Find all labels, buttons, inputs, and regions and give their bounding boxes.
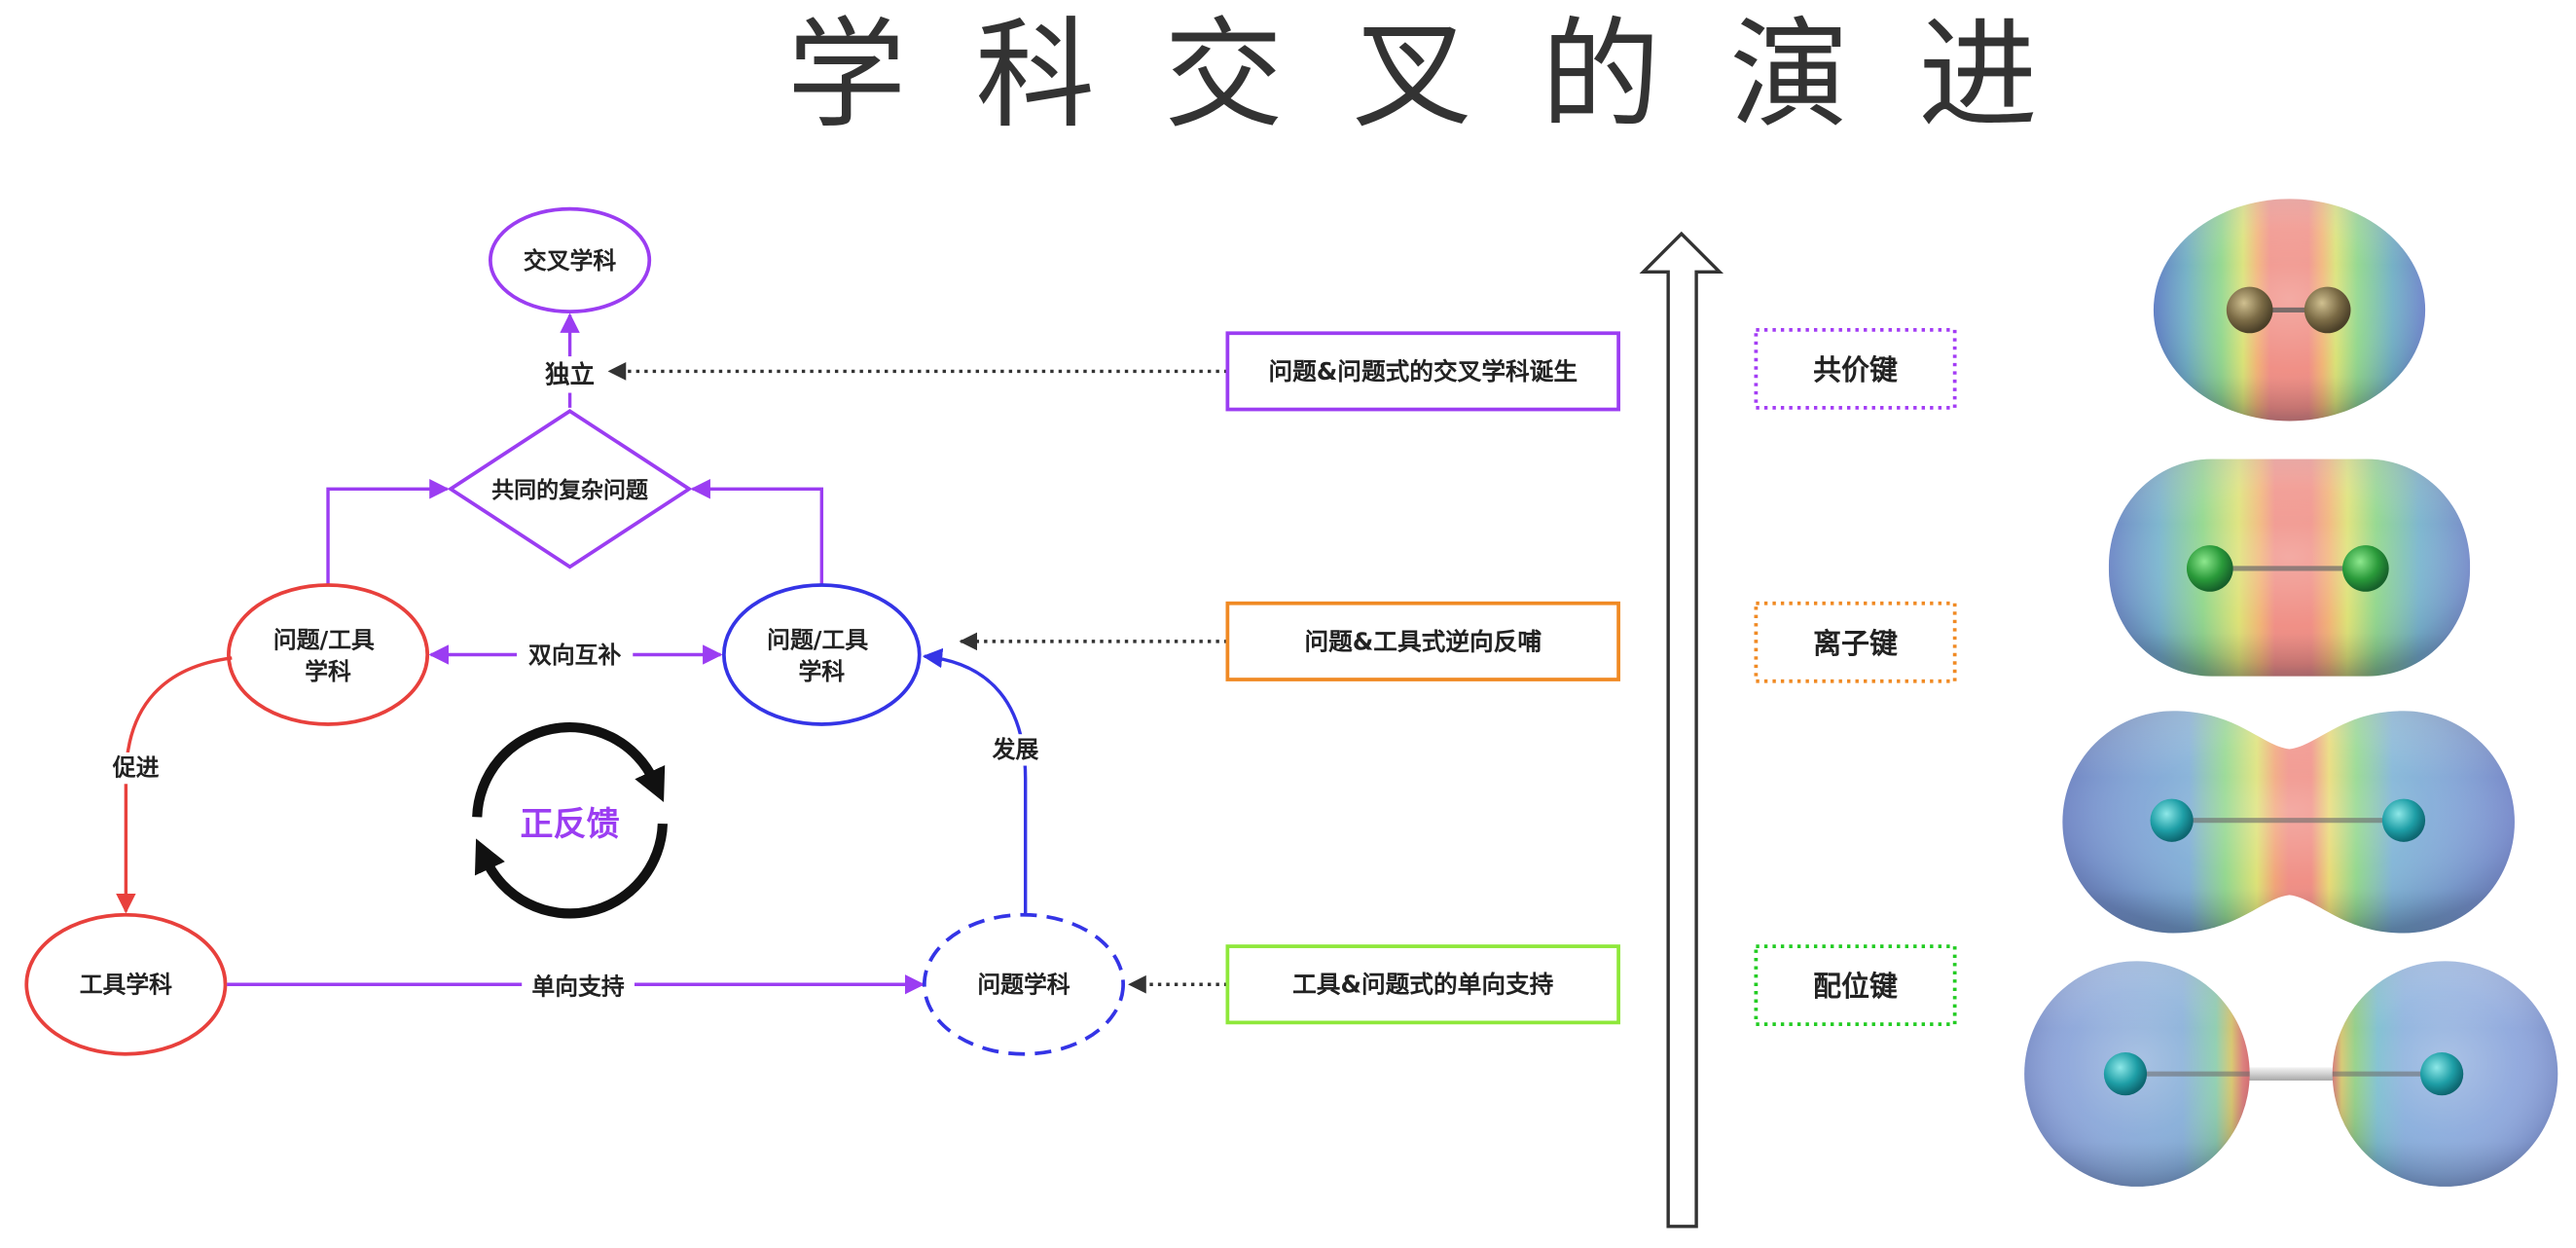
molecule-ionic-image <box>2108 459 2471 677</box>
node-tool-discipline <box>24 912 228 1056</box>
node-left-discipline-line1: 问题/工具 <box>273 627 375 654</box>
node-tool-discipline-label: 工具学科 <box>80 972 172 999</box>
edge-left-to-problem <box>326 479 450 585</box>
edge-develop-label: 发展 <box>992 736 1039 763</box>
edge-independent-label-bg <box>538 356 601 393</box>
node-interdisciplinary <box>488 206 652 313</box>
stage-box-2-label: 问题&工具式逆向反哺 <box>1304 627 1542 655</box>
node-left-discipline-label: 问题/工具 学科 <box>273 627 382 685</box>
node-interdisciplinary-label: 交叉学科 <box>524 247 616 275</box>
node-left-discipline <box>227 583 430 726</box>
bond-box-coordinate <box>1754 944 1957 1026</box>
atom-right <box>2304 286 2351 334</box>
stage-box-3-label: 工具&问题式的单向支持 <box>1292 971 1554 999</box>
atom-left <box>2150 798 2194 842</box>
bond-rod-exposed <box>2236 1067 2346 1081</box>
edge-promote <box>116 656 233 914</box>
edge-develop <box>922 647 1028 915</box>
edge-one-way-support-label: 单向支持 <box>531 973 624 1000</box>
bond-labels: 共价键 离子键 配位键 <box>1754 327 1957 1026</box>
node-right-discipline-label: 问题/工具 学科 <box>767 627 876 685</box>
stage-box-2 <box>1225 601 1620 681</box>
node-right-discipline-line1: 问题/工具 <box>767 627 868 654</box>
molecule-coordinate-image <box>2024 961 2558 1187</box>
atom-right <box>2419 1052 2464 1096</box>
stage-connectors <box>607 362 1228 994</box>
atom-right <box>2381 798 2426 842</box>
edge-independent-label: 独立 <box>545 360 595 389</box>
node-problem-discipline-label: 问题学科 <box>977 972 1070 999</box>
bond-label-coordinate: 配位键 <box>1813 970 1898 1003</box>
stage-box-1-label: 问题&问题式的交叉学科诞生 <box>1268 357 1578 385</box>
edge-bidirectional-label-bg <box>517 640 634 672</box>
cycle-arrows-icon <box>472 722 669 919</box>
cycle-arc-top <box>472 722 666 818</box>
edge-develop-label-bg <box>985 734 1046 766</box>
page-title: 学 科 交 叉 的 演 进 <box>787 5 2038 144</box>
edge-promote-label-bg <box>104 752 167 785</box>
node-right-discipline-line2: 学科 <box>798 658 845 685</box>
cycle-arc-bottom <box>474 823 669 919</box>
evolution-up-arrow-icon <box>1639 231 1724 1229</box>
positive-feedback-label: 正反馈 <box>521 805 620 844</box>
atom-left <box>2226 286 2273 334</box>
node-left-discipline-line2: 学科 <box>305 658 351 685</box>
molecule-covalent-image <box>2153 199 2426 422</box>
stage-boxes: 问题&问题式的交叉学科诞生 问题&工具式逆向反哺 工具&问题式的单向支持 <box>1225 331 1620 1025</box>
bond-label-ionic: 离子键 <box>1813 627 1898 660</box>
flowchart: 交叉学科 独立 共同的复杂问题 问题/工具 学科 问题/工具 学科 双向互补 促… <box>24 206 1125 1056</box>
atom-left <box>2186 545 2233 592</box>
node-right-discipline <box>722 583 922 726</box>
stage-box-3 <box>1225 944 1620 1025</box>
edge-right-to-problem <box>690 479 824 585</box>
stage-box-1 <box>1225 331 1620 412</box>
bond-label-covalent: 共价键 <box>1813 353 1898 386</box>
node-common-problem-label: 共同的复杂问题 <box>491 477 648 503</box>
node-common-problem <box>447 409 693 569</box>
atom-right <box>2341 545 2389 592</box>
edge-bidirectional-label: 双向互补 <box>528 642 621 669</box>
molecule-peanut-image <box>2062 711 2515 934</box>
bond-box-ionic <box>1754 601 1957 683</box>
bond-box-covalent <box>1754 327 1957 410</box>
edge-promote-label: 促进 <box>112 754 160 782</box>
edge-one-way-support-label-bg <box>522 969 635 1002</box>
atom-left <box>2103 1052 2148 1096</box>
